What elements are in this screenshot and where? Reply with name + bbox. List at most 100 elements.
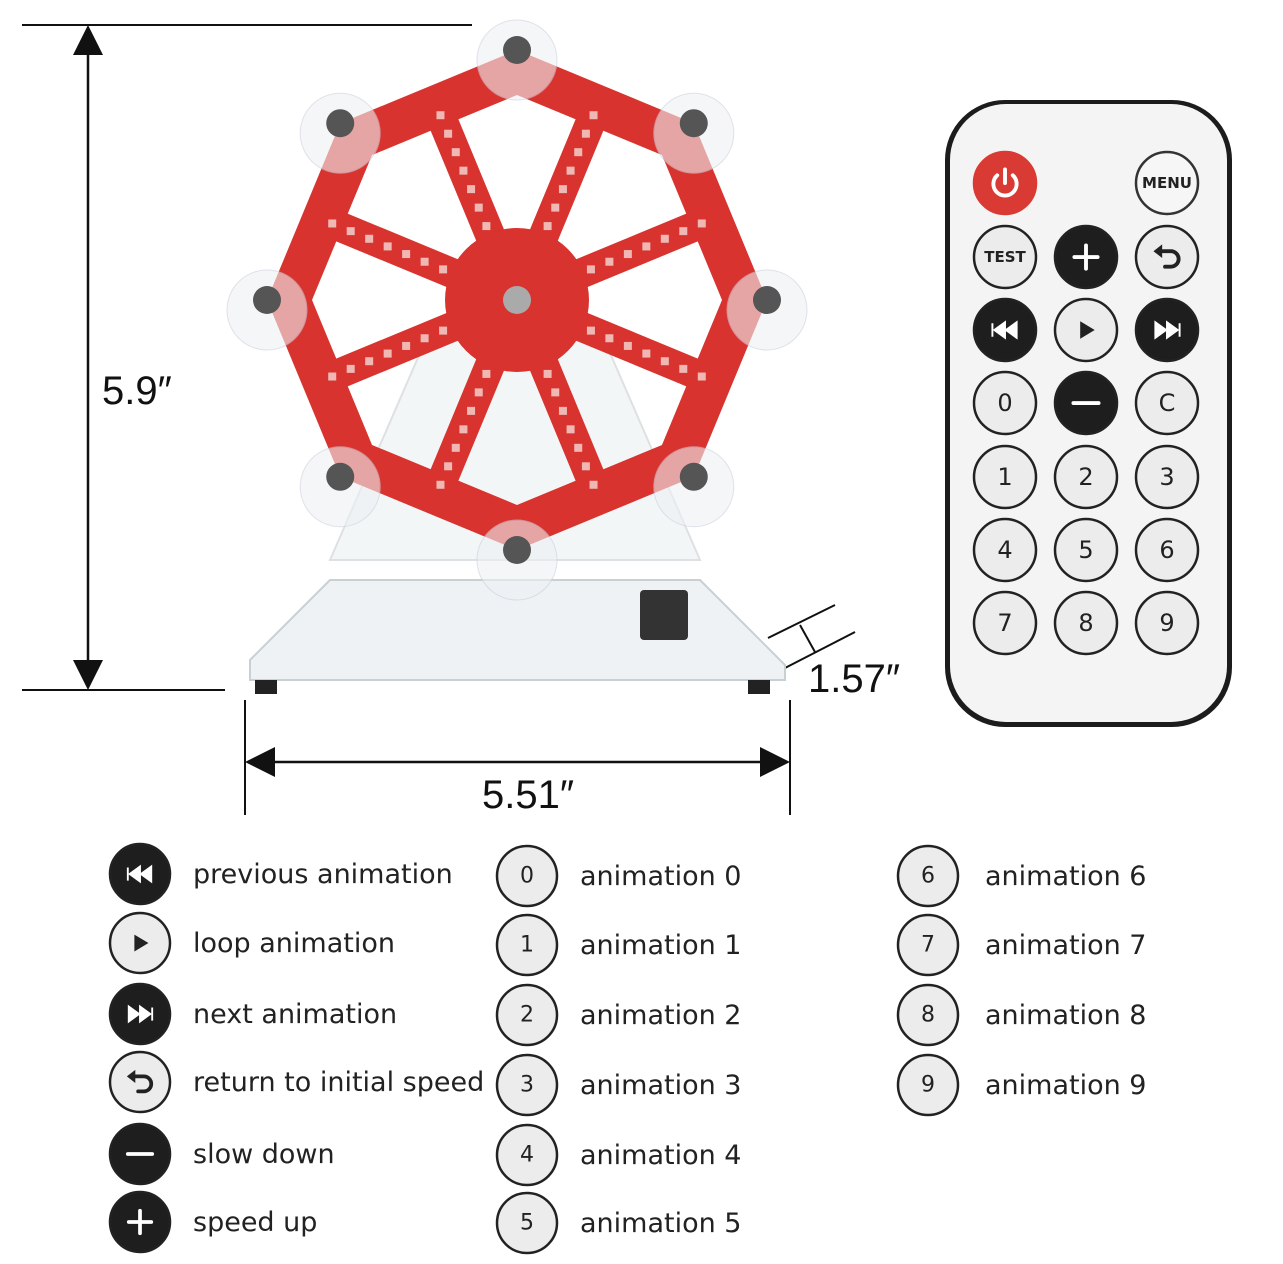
remote-button-plus[interactable] — [1053, 224, 1119, 290]
next-icon — [1154, 320, 1181, 340]
remote-button-label: TEST — [984, 248, 1026, 266]
remote-button-0[interactable]: 0 — [972, 370, 1038, 436]
remote-button-7[interactable]: 7 — [972, 590, 1038, 656]
legend-row: 8 animation 8 — [896, 983, 1147, 1047]
legend-text: animation 6 — [985, 861, 1147, 892]
legend-row: 3 animation 3 — [495, 1053, 742, 1117]
width-label: 5.51″ — [482, 773, 574, 817]
remote-button-menu[interactable]: MENU — [1134, 150, 1200, 216]
remote-button-4[interactable]: 4 — [972, 517, 1038, 583]
remote-button-next[interactable] — [1134, 297, 1200, 363]
legend-text: next animation — [193, 999, 397, 1030]
legend-row: 0 animation 0 — [495, 844, 742, 908]
depth-dimension: 1.57″ — [767, 604, 900, 701]
remote-button-power[interactable] — [972, 150, 1038, 216]
remote-button-3[interactable]: 3 — [1134, 444, 1200, 510]
remote-button-2[interactable]: 2 — [1053, 444, 1119, 510]
legend-text: speed up — [193, 1207, 317, 1238]
remote-button-label: 7 — [997, 609, 1012, 637]
remote-button-label: 4 — [997, 536, 1012, 564]
legend-row: 7 animation 7 — [896, 913, 1147, 977]
remote-button-label: 9 — [1159, 609, 1174, 637]
remote-control: MENU TEST 0 C 1 2 3 4 5 6 7 8 9 — [945, 100, 1232, 727]
legend-text: animation 4 — [580, 1140, 742, 1171]
power-icon — [991, 167, 1019, 198]
legend-button: 0 — [495, 844, 559, 908]
play-icon — [1080, 321, 1095, 339]
remote-button-label: 0 — [997, 389, 1012, 417]
remote-button-label: C — [1159, 389, 1176, 417]
legend-text: animation 0 — [580, 861, 742, 892]
legend-row: 4 animation 4 — [495, 1123, 742, 1187]
legend-button-label: 9 — [921, 1073, 935, 1098]
legend-button-label: 8 — [921, 1003, 935, 1028]
legend-button-label: 6 — [921, 864, 935, 889]
plus-icon — [1072, 243, 1100, 271]
remote-button-label: 3 — [1159, 463, 1174, 491]
legend-button — [108, 982, 172, 1046]
legend-text: animation 8 — [985, 1000, 1147, 1031]
plus-icon — [126, 1208, 154, 1236]
legend-row: 6 animation 6 — [896, 844, 1147, 908]
return-icon — [126, 1069, 154, 1094]
depth-label: 1.57″ — [808, 657, 900, 701]
legend-button: 9 — [896, 1053, 960, 1117]
legend-button-label: 2 — [520, 1003, 534, 1028]
legend-button — [108, 1190, 172, 1254]
remote-button-5[interactable]: 5 — [1053, 517, 1119, 583]
height-label: 5.9″ — [102, 369, 172, 413]
legend-button — [108, 911, 172, 975]
play-icon — [134, 934, 149, 952]
button-legend: previous animation loop animation next ani… — [108, 842, 1147, 1255]
legend-button-label: 3 — [520, 1073, 534, 1098]
remote-button-label: 1 — [997, 463, 1012, 491]
legend-row: previous animation — [108, 842, 453, 906]
remote-button-minus[interactable] — [1053, 370, 1119, 436]
return-icon — [1153, 244, 1181, 269]
legend-button: 3 — [495, 1053, 559, 1117]
previous-icon — [991, 320, 1018, 340]
remote-button-6[interactable]: 6 — [1134, 517, 1200, 583]
legend-button — [108, 1122, 172, 1186]
remote-button-1[interactable]: 1 — [972, 444, 1038, 510]
legend-text: return to initial speed — [193, 1067, 484, 1098]
legend-button-label: 5 — [520, 1211, 534, 1236]
legend-text: slow down — [193, 1139, 335, 1170]
width-dimension: 5.51″ — [244, 700, 791, 817]
legend-row: loop animation — [108, 911, 395, 975]
legend-button: 2 — [495, 983, 559, 1047]
remote-button-previous[interactable] — [972, 297, 1038, 363]
remote-button-label: MENU — [1142, 174, 1192, 192]
legend-button-label: 7 — [921, 933, 935, 958]
height-dimension: 5.9″ — [22, 24, 472, 691]
remote-button-c[interactable]: C — [1134, 370, 1200, 436]
legend-button — [108, 842, 172, 906]
legend-text: animation 7 — [985, 930, 1147, 961]
remote-button-play[interactable] — [1053, 297, 1119, 363]
legend-button-label: 4 — [520, 1143, 534, 1168]
remote-button-label: 6 — [1159, 536, 1174, 564]
legend-button-label: 0 — [520, 864, 534, 889]
legend-text: loop animation — [193, 928, 395, 959]
remote-button-return[interactable] — [1134, 224, 1200, 290]
next-icon — [127, 1004, 154, 1024]
legend-text: animation 9 — [985, 1070, 1147, 1101]
remote-button-label: 5 — [1078, 536, 1093, 564]
legend-row: next animation — [108, 982, 397, 1046]
remote-button-label: 2 — [1078, 463, 1093, 491]
remote-button-test[interactable]: TEST — [972, 224, 1038, 290]
remote-button-9[interactable]: 9 — [1134, 590, 1200, 656]
ferris-wheel-image — [226, 19, 808, 694]
previous-icon — [126, 864, 153, 884]
remote-button-8[interactable]: 8 — [1053, 590, 1119, 656]
legend-row: speed up — [108, 1190, 317, 1254]
remote-button-label: 8 — [1078, 609, 1093, 637]
legend-button: 7 — [896, 913, 960, 977]
legend-row: 9 animation 9 — [896, 1053, 1147, 1117]
legend-button — [108, 1050, 172, 1114]
legend-button: 1 — [495, 913, 559, 977]
legend-text: animation 3 — [580, 1070, 742, 1101]
